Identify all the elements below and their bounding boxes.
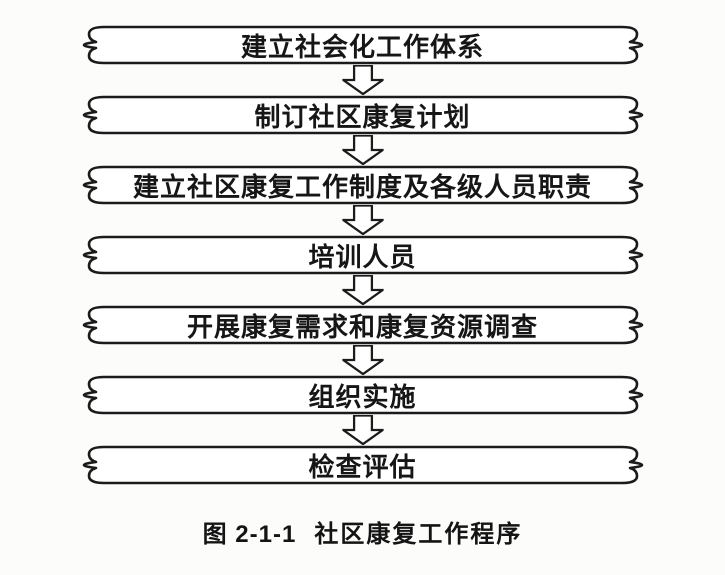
flow-step: 组织实施 (80, 375, 646, 415)
down-arrow-icon (340, 415, 386, 445)
down-arrow-icon (340, 205, 386, 235)
step-label: 培训人员 (308, 241, 417, 272)
step-label: 检查评估 (308, 451, 417, 482)
down-arrow-icon (340, 65, 386, 95)
figure-caption-label: 图 2-1-1 (202, 521, 297, 548)
figure-caption-title: 社区康复工作程序 (314, 521, 523, 548)
flow-step: 开展康复需求和康复资源调查 (80, 305, 646, 345)
step-label: 组织实施 (308, 381, 417, 412)
step-label: 制订社区康复计划 (254, 101, 471, 132)
flow-step: 检查评估 (80, 445, 646, 485)
down-arrow-icon (340, 345, 386, 375)
step-label: 建立社区康复工作制度及各级人员职责 (132, 171, 592, 202)
step-label: 建立社会化工作体系 (240, 31, 484, 62)
flow-step: 建立社区康复工作制度及各级人员职责 (80, 165, 646, 205)
figure-caption: 图 2-1-1 社区康复工作程序 (0, 514, 725, 549)
flow-step: 培训人员 (80, 235, 646, 275)
step-label: 开展康复需求和康复资源调查 (186, 311, 538, 342)
flow-step: 制订社区康复计划 (80, 95, 646, 135)
down-arrow-icon (340, 135, 386, 165)
flowchart: 建立社会化工作体系制订社区康复计划建立社区康复工作制度及各级人员职责培训人员开展… (80, 25, 646, 485)
down-arrow-icon (340, 275, 386, 305)
flow-step: 建立社会化工作体系 (80, 25, 646, 65)
